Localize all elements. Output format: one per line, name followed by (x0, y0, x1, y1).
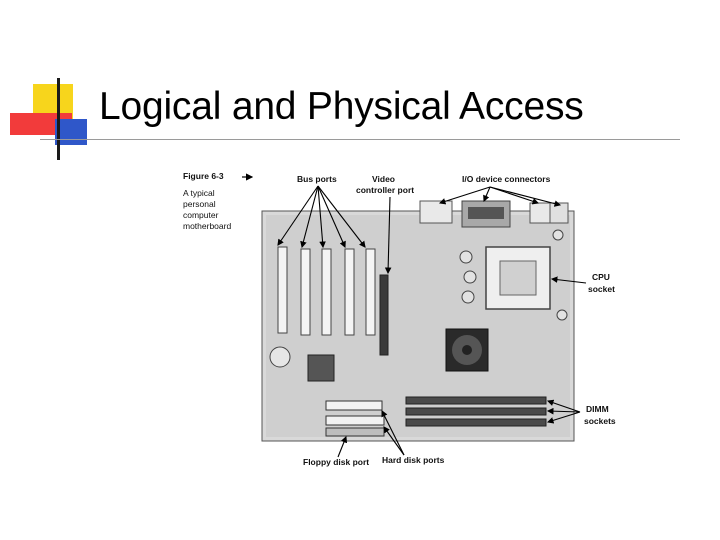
ornament-blue-square (55, 119, 87, 145)
callout-arrows (277, 185, 587, 458)
figure-number: Figure 6-3 (183, 171, 224, 181)
motherboard-figure: Figure 6-3 A typical personal computer m… (183, 171, 616, 467)
callout-bus-ports: Bus ports (297, 174, 337, 184)
slide-title: Logical and Physical Access (99, 85, 584, 128)
figure-caption-line: computer (183, 210, 219, 220)
figure-caption-line: personal (183, 199, 216, 209)
callout-dimm-line: sockets (584, 416, 616, 426)
callout-floppy-port: Floppy disk port (303, 457, 369, 467)
callout-cpu-line: CPU (592, 272, 610, 282)
ornament-vertical-line (57, 78, 60, 160)
callout-io-connectors: I/O device connectors (462, 174, 551, 184)
title-underline (40, 139, 680, 140)
callout-dimm-line: DIMM (586, 404, 609, 414)
callout-video-line: Video (372, 174, 395, 184)
callout-hard-disk-ports: Hard disk ports (382, 455, 445, 465)
figure-caption-line: A typical (183, 188, 215, 198)
figure-caption-line: motherboard (183, 221, 231, 231)
motherboard-photo (261, 200, 575, 442)
callout-video-line: controller port (356, 185, 414, 195)
callout-cpu-line: socket (588, 284, 615, 294)
